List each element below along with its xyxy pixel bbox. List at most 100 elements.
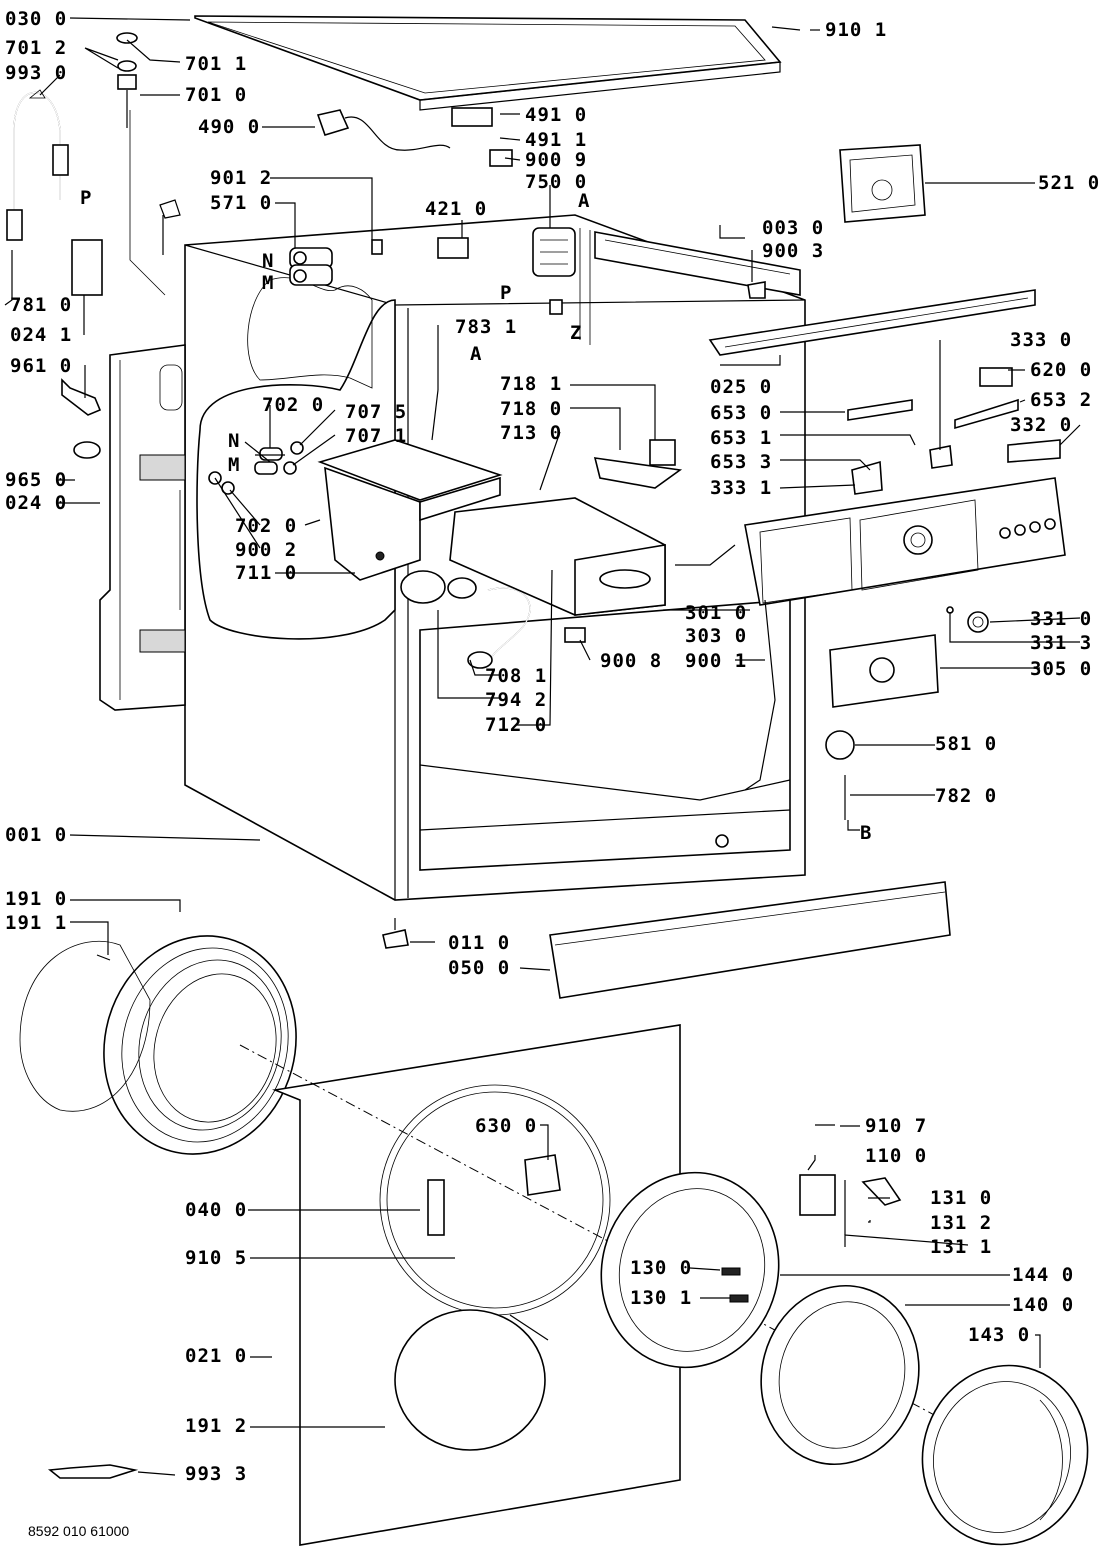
label-131-2: 131 2	[930, 1212, 993, 1234]
screw-910-1	[771, 26, 801, 31]
label-701-1: 701 1	[185, 53, 248, 75]
power-cord	[316, 109, 451, 151]
label-191-0: 191 0	[5, 888, 68, 910]
label-143-0: 143 0	[968, 1324, 1031, 1346]
label-024-1: 024 1	[10, 324, 73, 346]
label-025-0: 025 0	[710, 376, 773, 398]
label-331-3: 331 3	[1030, 632, 1093, 654]
label-900-8: 900 8	[600, 650, 663, 672]
selector-plate	[829, 634, 939, 708]
label-030-0: 030 0	[5, 8, 68, 30]
dispenser-housing	[317, 439, 503, 604]
tool-part	[47, 1464, 139, 1479]
label-653-2: 653 2	[1030, 389, 1093, 411]
inlet-hose	[6, 89, 69, 241]
marker-n-valve: N	[262, 250, 275, 272]
inlet-valve	[289, 247, 333, 286]
label-910-5: 910 5	[185, 1247, 248, 1269]
label-993-3: 993 3	[185, 1463, 248, 1485]
bracket-653-2	[954, 398, 1019, 430]
label-490-0: 490 0	[198, 116, 261, 138]
cap-part	[116, 32, 138, 44]
knob-part	[967, 611, 989, 633]
label-333-0: 333 0	[1010, 329, 1073, 351]
label-711-0: 711 0	[235, 562, 298, 584]
bracket-024-1	[71, 239, 103, 296]
marker-b-tube: B	[860, 822, 873, 844]
marker-p-hose: P	[80, 187, 93, 209]
plug-part	[61, 378, 102, 416]
label-900-3: 900 3	[762, 240, 825, 262]
buttons-332	[1007, 439, 1061, 463]
label-900-2: 900 2	[235, 539, 298, 561]
back-panel	[99, 344, 186, 711]
tube-783	[431, 389, 439, 441]
label-130-0: 130 0	[630, 1257, 693, 1279]
elbow-part	[159, 199, 181, 219]
marker-m-hose: M	[228, 454, 241, 476]
label-003-0: 003 0	[762, 217, 825, 239]
label-491-1: 491 1	[525, 129, 588, 151]
foot-part	[382, 918, 409, 949]
clip-part	[371, 239, 383, 255]
hinge-part	[427, 1179, 445, 1236]
label-713-0: 713 0	[500, 422, 563, 444]
label-571-0: 571 0	[210, 192, 273, 214]
label-900-9: 900 9	[525, 149, 588, 171]
label-331-0: 331 0	[1030, 608, 1093, 630]
label-140-0: 140 0	[1012, 1294, 1075, 1316]
pressure-switch	[825, 730, 855, 760]
handle-lever	[861, 1177, 902, 1206]
label-131-1: 131 1	[930, 1236, 993, 1258]
plinth	[549, 881, 951, 999]
nut-part	[117, 74, 137, 90]
label-024-0: 024 0	[5, 492, 68, 514]
label-021-0: 021 0	[185, 1345, 248, 1367]
label-301-0: 301 0	[685, 602, 748, 624]
label-708-1: 708 1	[485, 665, 548, 687]
door-seal	[19, 935, 297, 1155]
electronic-module	[839, 144, 926, 223]
door-lock	[532, 227, 576, 315]
gasket-965	[73, 441, 101, 459]
board-620	[979, 367, 1013, 387]
bracket-part	[489, 149, 513, 167]
label-581-0: 581 0	[935, 733, 998, 755]
label-718-0: 718 0	[500, 398, 563, 420]
label-718-1: 718 1	[500, 373, 563, 395]
rear-rail	[594, 231, 1036, 356]
handle-part	[799, 1174, 836, 1216]
label-961-0: 961 0	[10, 355, 73, 377]
label-653-3: 653 3	[710, 451, 773, 473]
label-620-0: 620 0	[1030, 359, 1093, 381]
top-cover	[194, 15, 782, 111]
switch-333-0	[929, 445, 953, 469]
label-781-0: 781 0	[10, 294, 73, 316]
label-050-0: 050 0	[448, 957, 511, 979]
label-421-0: 421 0	[425, 198, 488, 220]
label-130-1: 130 1	[630, 1287, 693, 1309]
marker-n-hose: N	[228, 430, 241, 452]
label-653-1: 653 1	[710, 427, 773, 449]
spring-part	[509, 1314, 549, 1341]
label-131-0: 131 0	[930, 1187, 993, 1209]
label-782-0: 782 0	[935, 785, 998, 807]
door-glass	[760, 1284, 920, 1466]
label-901-2: 901 2	[210, 167, 273, 189]
marker-m-valve: M	[262, 272, 275, 294]
marker-a-top: A	[578, 190, 591, 212]
label-794-2: 794 2	[485, 689, 548, 711]
label-303-0: 303 0	[685, 625, 748, 647]
label-702-0-bottom: 702 0	[235, 515, 298, 537]
detergent-drawer	[449, 439, 683, 616]
label-993-0: 993 0	[5, 62, 68, 84]
label-332-0: 332 0	[1010, 414, 1073, 436]
switch-333-1	[851, 460, 883, 495]
label-701-2: 701 2	[5, 37, 68, 59]
lock-part	[524, 1154, 561, 1196]
label-910-7: 910 7	[865, 1115, 928, 1137]
label-910-1: 910 1	[825, 19, 888, 41]
label-333-1: 333 1	[710, 477, 773, 499]
label-491-0: 491 0	[525, 104, 588, 126]
